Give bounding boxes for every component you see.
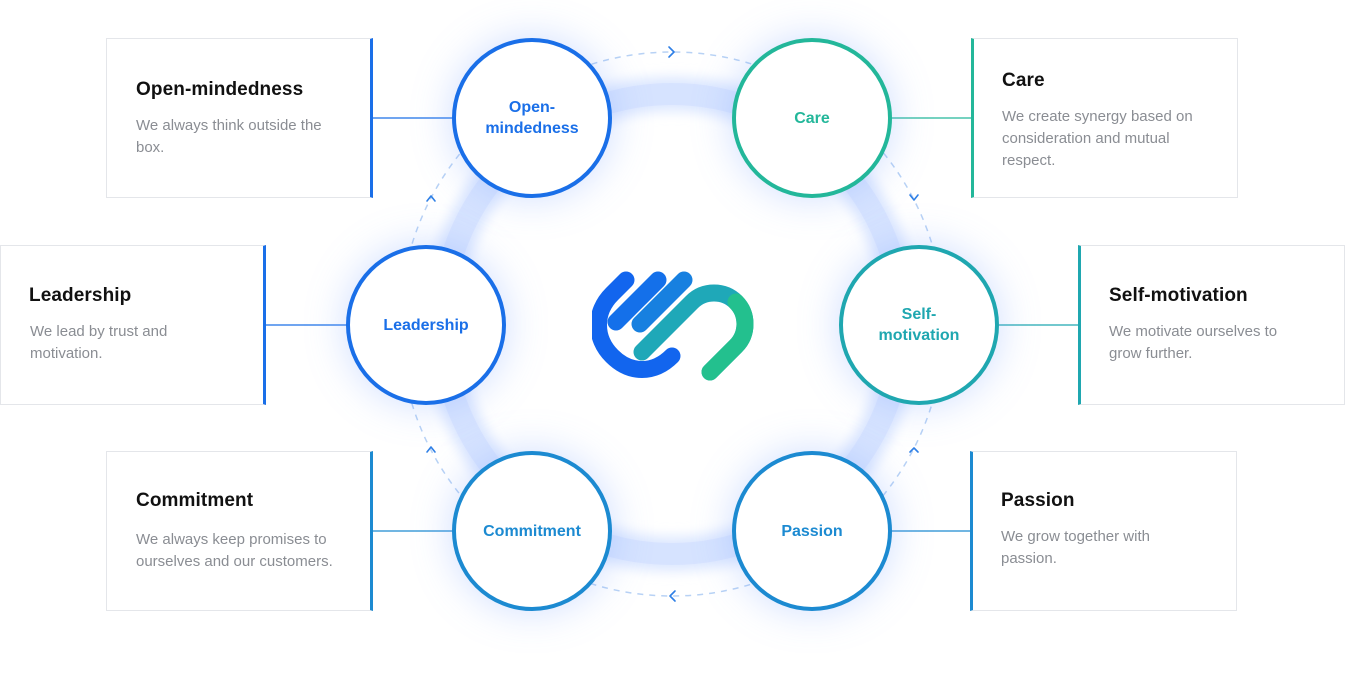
card-open-mindedness: Open-mindedness We always think outside …: [106, 38, 373, 198]
node-label: Self- motivation: [878, 306, 960, 344]
node-label: Care: [794, 109, 830, 127]
card-title: Leadership: [29, 285, 132, 306]
node-passion: Passion: [732, 451, 892, 611]
card-care: Care We create synergy based on consider…: [971, 38, 1238, 198]
node-commitment: Commitment: [452, 451, 612, 611]
card-description: We always think outside the box.: [136, 117, 322, 156]
node-label: Open- mindedness: [485, 99, 579, 137]
card-leadership: Leadership We lead by trust and motivati…: [0, 245, 266, 405]
card-commitment: Commitment We always keep promises to ou…: [106, 451, 373, 611]
card-title: Open-mindedness: [136, 79, 304, 100]
card-title: Self-motivation: [1109, 285, 1248, 306]
node-care: Care: [732, 38, 892, 198]
arrow-left-icon: [669, 590, 676, 602]
arrow-down-icon: [909, 194, 919, 201]
node-label: Passion: [781, 522, 843, 540]
card-title: Commitment: [136, 490, 254, 511]
card-description: We create synergy based on consideration…: [1002, 108, 1193, 169]
card-description: We grow together with passion.: [1001, 528, 1150, 567]
card-description: We lead by trust and motivation.: [30, 323, 168, 362]
card-title: Passion: [1001, 490, 1075, 511]
card-description: We always keep promises to ourselves and…: [136, 531, 333, 570]
card-passion: Passion We grow together with passion.: [970, 451, 1237, 611]
node-leadership: Leadership: [346, 245, 506, 405]
card-self-motivation: Self-motivation We motivate ourselves to…: [1078, 245, 1345, 405]
node-label: Leadership: [383, 316, 469, 334]
card-description: We motivate ourselves to grow further.: [1109, 323, 1278, 362]
node-label: Commitment: [483, 522, 581, 540]
node-self-motivation: Self- motivation: [839, 245, 999, 405]
card-title: Care: [1002, 70, 1045, 91]
arrow-up-icon: [426, 195, 436, 202]
arrow-down-icon: [909, 447, 919, 453]
node-open-mindedness: Open- mindedness: [452, 38, 612, 198]
company-logo-icon: [592, 271, 754, 381]
arrow-up-icon: [426, 446, 436, 453]
arrow-right-icon: [668, 46, 675, 58]
